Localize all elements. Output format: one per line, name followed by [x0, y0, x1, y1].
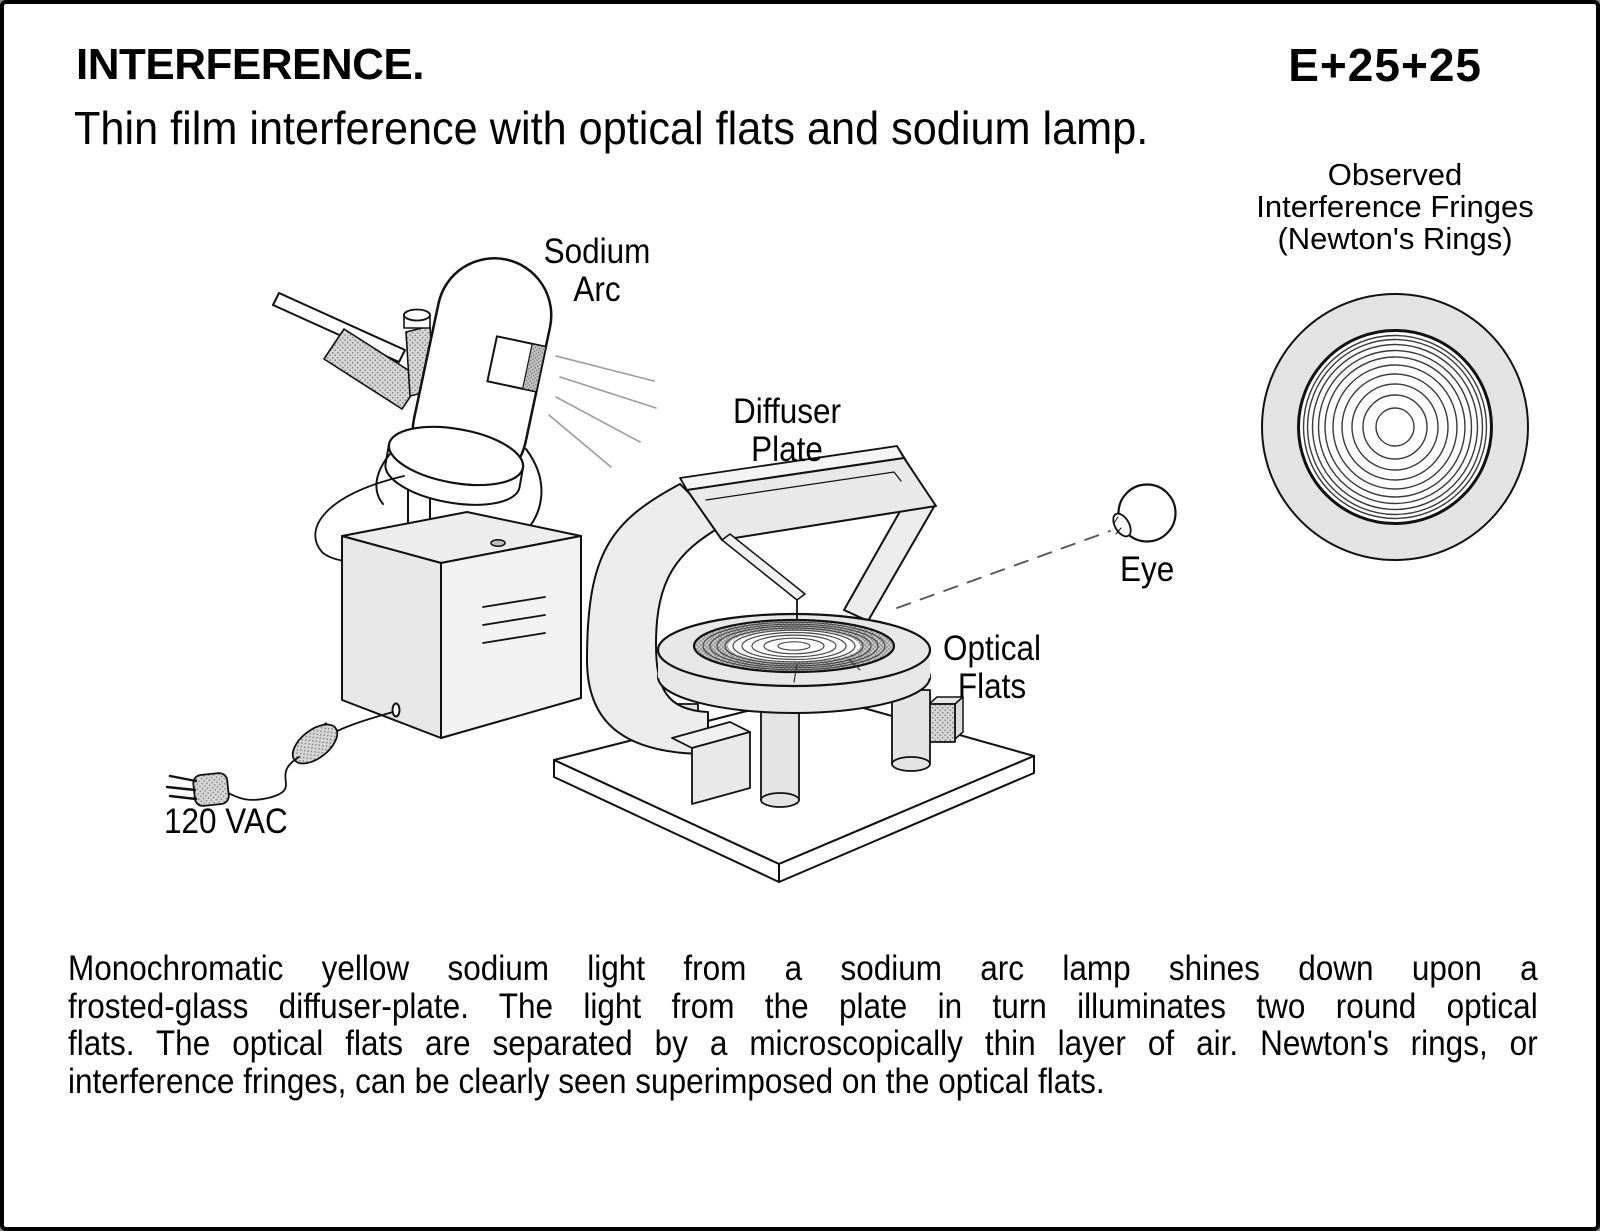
optical-flats-illustration: [656, 612, 932, 714]
power-supply-illustration: [314, 475, 582, 739]
page-subtitle: Thin film interference with optical flat…: [74, 102, 1149, 154]
page-title: INTERFERENCE.: [76, 40, 424, 89]
lamp-clamp-icon: [384, 425, 525, 506]
sodium-arc-label: Sodium Arc: [543, 232, 651, 309]
plug-prongs-icon: [165, 774, 198, 801]
sight-line-icon: [896, 530, 1111, 609]
power-label: 120 VAC: [164, 802, 288, 841]
fringe-rings-icon: [702, 621, 886, 683]
power-cord-illustration: [165, 711, 394, 807]
apparatus-illustration: [165, 257, 1529, 883]
description-line: frosted-glass diffuser-plate. The light …: [68, 986, 1538, 1026]
base-block-icon: [928, 696, 964, 743]
diffuser-plate-illustration: [679, 445, 937, 620]
lamp-window-icon: [486, 335, 547, 393]
observed-fringes-label: Observed Interference Fringes (Newton's …: [1256, 157, 1534, 256]
newtons-rings-illustration: [1261, 293, 1529, 561]
description-paragraph: Monochromatic yellow sodium light from a…: [68, 950, 1538, 1100]
demo-code: E+25+25: [1288, 39, 1482, 91]
eye-illustration: [1112, 483, 1177, 543]
optical-flats-label: Optical Flats: [942, 629, 1042, 706]
power-plug-icon: [192, 772, 230, 807]
sodium-lamp-illustration: [272, 257, 657, 543]
eye-label: Eye: [1120, 550, 1175, 589]
stand-arm-illustration: [586, 483, 936, 805]
description-line: Monochromatic yellow sodium light from a…: [68, 949, 1538, 988]
description-line: interference fringes, can be clearly see…: [68, 1061, 1105, 1101]
description-line: flats. The optical flats are separated b…: [68, 1024, 1538, 1063]
vent-slits-icon: [482, 596, 546, 644]
light-rays-icon: [548, 355, 657, 468]
cord-switch-icon: [291, 723, 339, 765]
diffuser-plate-label: Diffuser Plate: [733, 392, 841, 469]
